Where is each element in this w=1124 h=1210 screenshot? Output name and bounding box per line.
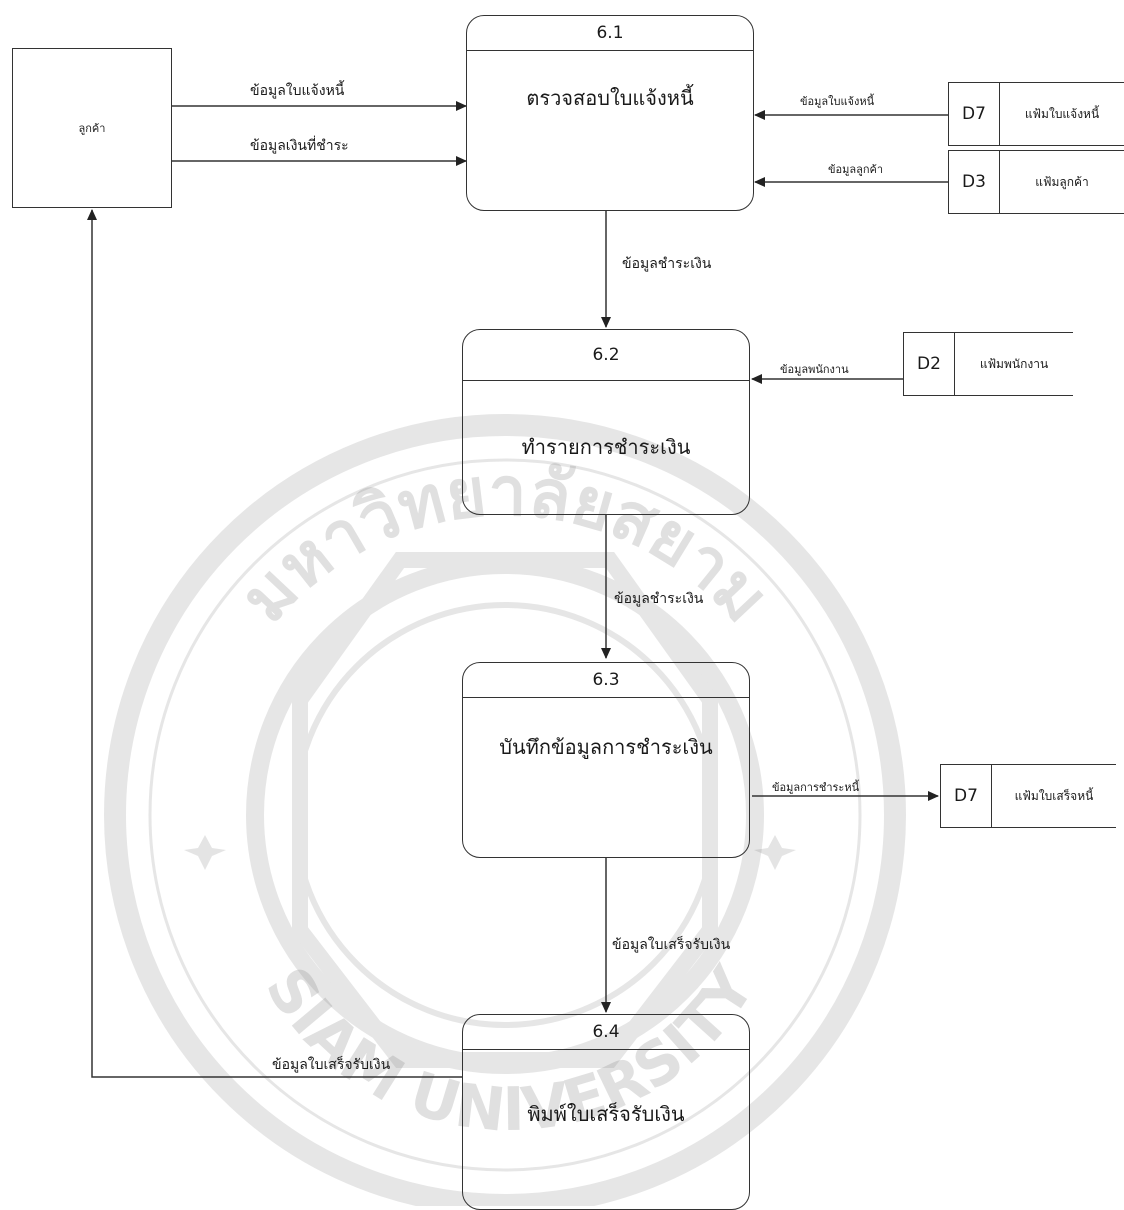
process-name: พิมพ์ใบเสร็จรับเงิน: [527, 1102, 685, 1126]
data-store-d3-customer: D3 แฟ้มลูกค้า: [948, 150, 1124, 214]
flow-label-amount-due: ข้อมูลเงินที่ชำระ: [250, 138, 349, 154]
flow-label-employee-from-store: ข้อมูลพนักงาน: [780, 363, 849, 376]
data-store-d7-receipt: D7 แฟ้มใบเสร็จหนี้: [940, 764, 1116, 828]
flow-label-invoice-from-store: ข้อมูลใบแจ้งหนี้: [800, 95, 875, 108]
process-name: ตรวจสอบใบแจ้งหนี้: [526, 86, 694, 110]
process-id: 6.1: [467, 16, 753, 51]
flow-label-payment-to-store: ข้อมูลการชำระหนี้: [772, 781, 860, 794]
store-id: D3: [949, 151, 1000, 213]
flow-label-payment-1: ข้อมูลชำระเงิน: [622, 256, 712, 272]
store-id: D7: [949, 83, 1000, 145]
customer-entity-label: ลูกค้า: [78, 122, 106, 135]
flow-label-invoice-info: ข้อมูลใบแจ้งหนี้: [250, 83, 345, 99]
flow-label-receipt-info: ข้อมูลใบเสร็จรับเงิน: [612, 937, 731, 953]
process-name: บันทึกข้อมูลการชำระเงิน: [499, 735, 713, 759]
process-name: ทำรายการชำระเงิน: [521, 435, 691, 459]
process-6-3: 6.3 บันทึกข้อมูลการชำระเงิน: [462, 662, 750, 858]
process-6-2: 6.2 ทำรายการชำระเงิน: [462, 329, 750, 515]
flow-label-payment-2: ข้อมูลชำระเงิน: [614, 591, 704, 607]
customer-entity: ลูกค้า: [12, 48, 172, 208]
process-id: 6.3: [463, 663, 749, 698]
store-id: D2: [904, 333, 955, 395]
process-6-4: 6.4 พิมพ์ใบเสร็จรับเงิน: [462, 1014, 750, 1210]
data-store-d7-invoice: D7 แฟ้มใบแจ้งหนี้: [948, 82, 1124, 146]
store-name: แฟ้มใบแจ้งหนี้: [1024, 106, 1100, 121]
data-store-d2-employee: D2 แฟ้มพนักงาน: [903, 332, 1073, 396]
process-id: 6.4: [463, 1015, 749, 1050]
store-name: แฟ้มลูกค้า: [1035, 174, 1089, 189]
store-name: แฟ้มพนักงาน: [979, 356, 1049, 371]
process-6-1: 6.1 ตรวจสอบใบแจ้งหนี้: [466, 15, 754, 211]
flow-label-receipt-to-customer: ข้อมูลใบเสร็จรับเงิน: [272, 1057, 391, 1073]
store-id: D7: [941, 765, 992, 827]
flow-label-customer-from-store: ข้อมูลลูกค้า: [828, 163, 884, 176]
store-name: แฟ้มใบเสร็จหนี้: [1014, 788, 1094, 803]
process-id: 6.2: [463, 330, 749, 381]
flow-line-64-to-customer: [87, 209, 462, 1078]
